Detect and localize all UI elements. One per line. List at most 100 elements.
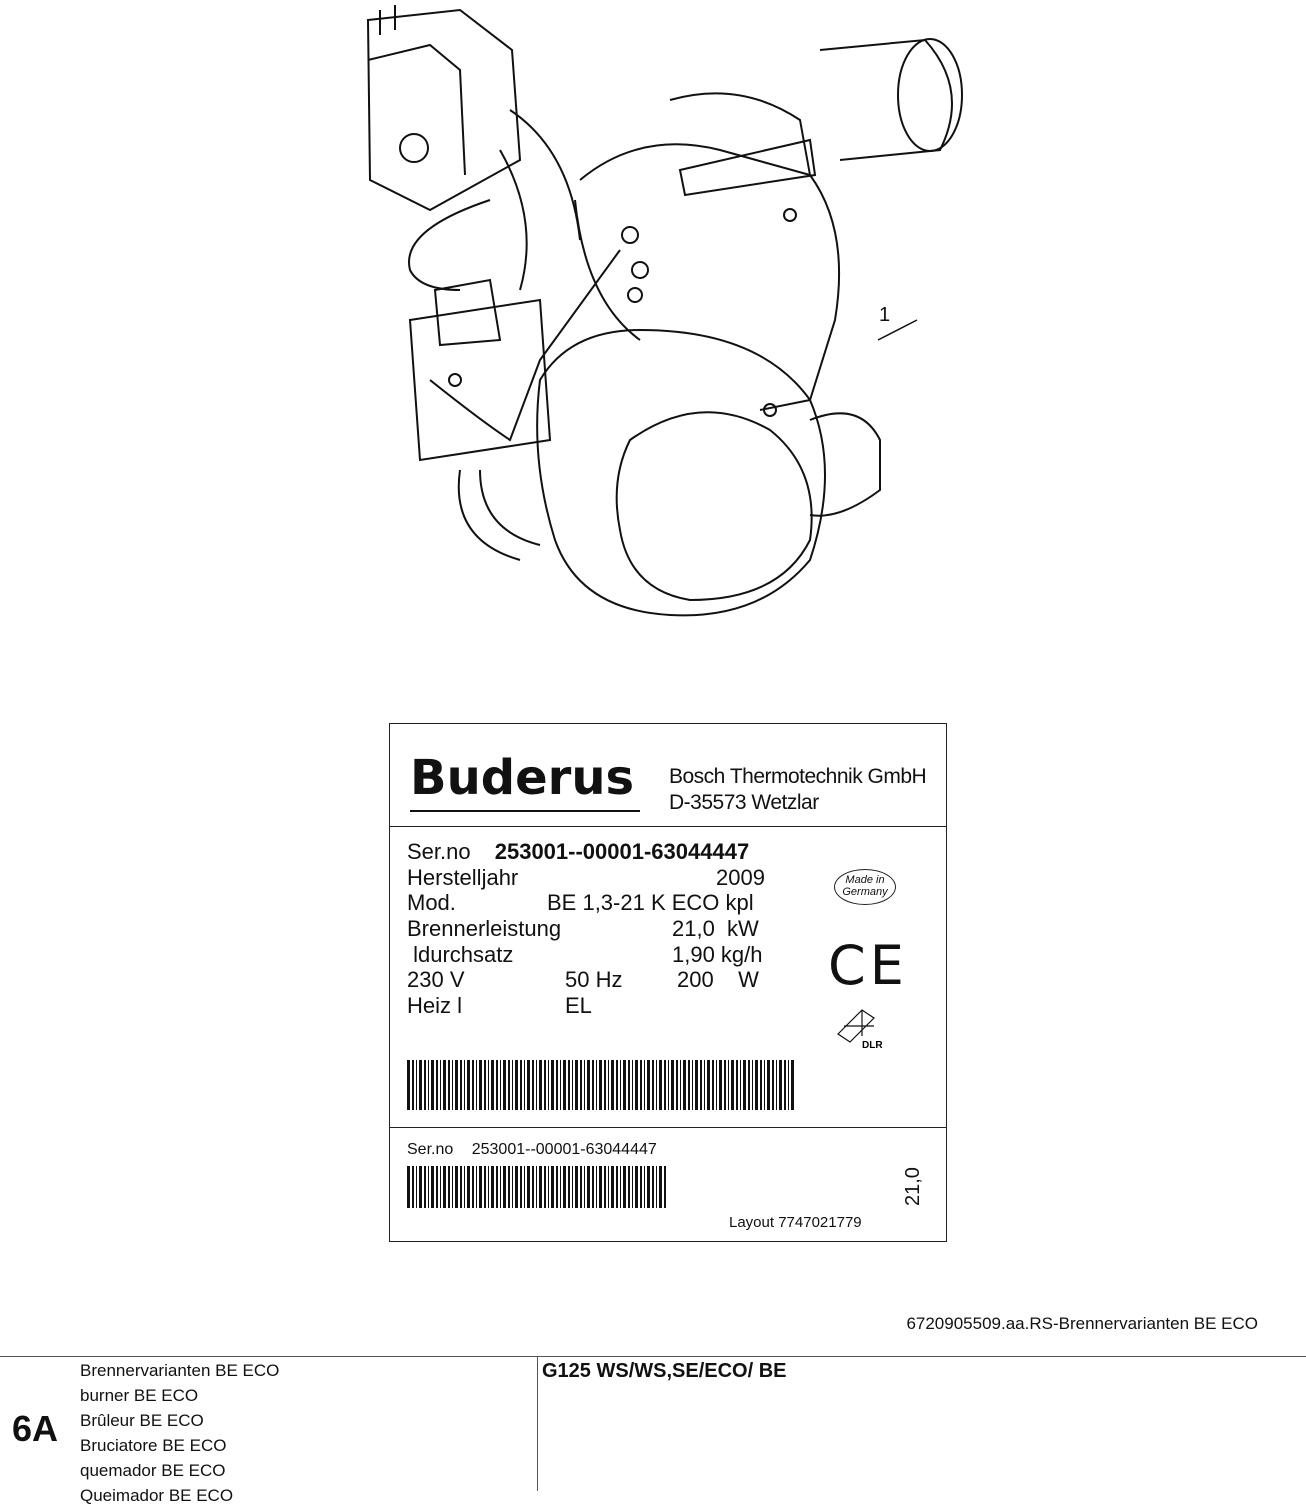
barcode-bar: [515, 1166, 518, 1208]
footer-column-divider: [537, 1356, 538, 1491]
barcode-bar: [752, 1060, 753, 1110]
dlr-logo: DLR: [837, 1009, 883, 1050]
barcode-bar: [584, 1060, 585, 1110]
brand-logo: Buderus: [410, 750, 635, 806]
barcode-bar: [712, 1060, 714, 1110]
made-in-germany-badge: Made in Germany: [834, 869, 896, 905]
barcode-bar: [644, 1166, 645, 1208]
title-fr: Brûleur BE ECO: [80, 1411, 204, 1430]
barcode-bar: [791, 1060, 794, 1110]
barcode-bar: [620, 1166, 621, 1208]
barcode-bar: [572, 1166, 573, 1208]
layout-number: Layout 7747021779: [729, 1214, 862, 1231]
barcode-bar: [407, 1060, 410, 1110]
barcode-bar: [496, 1166, 498, 1208]
barcode-bar: [491, 1166, 494, 1208]
barcode-bar: [416, 1166, 417, 1208]
barcode-bar: [472, 1060, 474, 1110]
barcode-bar: [488, 1166, 489, 1208]
title-de: Brennervarianten BE ECO: [80, 1361, 280, 1380]
barcode-bar: [632, 1060, 633, 1110]
barcode-bar: [788, 1060, 789, 1110]
barcode-bar: [500, 1166, 501, 1208]
barcode-bar: [455, 1166, 458, 1208]
stub-serno-value: 253001--00001-63044447: [471, 1141, 657, 1158]
barcode-bar: [608, 1166, 609, 1208]
barcode-bar: [563, 1060, 566, 1110]
barcode-bar: [503, 1060, 506, 1110]
barcode-bar: [695, 1060, 698, 1110]
barcode-bar: [520, 1166, 522, 1208]
barcode-bar: [488, 1060, 489, 1110]
ce-mark: CE: [828, 934, 908, 997]
barcode-bar: [628, 1166, 630, 1208]
barcode-bar: [491, 1060, 494, 1110]
barcode-bar: [479, 1060, 482, 1110]
barcode-bar: [544, 1166, 546, 1208]
barcode-bar: [412, 1166, 414, 1208]
barcode-bar: [575, 1166, 578, 1208]
barcode-bar: [599, 1060, 602, 1110]
barcode-bar: [671, 1060, 674, 1110]
barcode-bar: [620, 1060, 621, 1110]
company-name: Bosch Thermotechnik GmbH: [669, 765, 927, 788]
title-es: quemador BE ECO: [80, 1461, 226, 1480]
barcode-bar: [436, 1060, 438, 1110]
barcode-bar: [632, 1166, 633, 1208]
barcode-bar: [719, 1060, 722, 1110]
barcode-bar: [743, 1060, 746, 1110]
barcode-bar: [532, 1060, 534, 1110]
barcode-bar: [556, 1060, 558, 1110]
rotated-value: 21,0: [902, 1167, 924, 1206]
stub-serno-label: Ser.no: [407, 1141, 454, 1158]
serno-row: Ser.no 253001--00001-63044447: [407, 839, 749, 865]
barcode-bar: [776, 1060, 777, 1110]
barcode-bar: [464, 1060, 465, 1110]
barcode-bar: [539, 1060, 542, 1110]
barcode-bar: [452, 1166, 453, 1208]
burner-drawing: [366, 5, 963, 617]
barcode-bar: [443, 1166, 446, 1208]
model-designation: G125 WS/WS,SE/ECO/ BE: [542, 1360, 787, 1382]
barcode-bar: [419, 1060, 422, 1110]
barcode-bar: [551, 1060, 554, 1110]
barcode-bar: [707, 1060, 710, 1110]
barcode-bar: [635, 1166, 638, 1208]
barcode-bar: [616, 1166, 618, 1208]
stub-divider: [390, 1127, 946, 1128]
title-en: burner BE ECO: [80, 1386, 199, 1405]
barcode-bar: [436, 1166, 438, 1208]
barcode-bar: [424, 1166, 426, 1208]
rating-plate: Buderus Bosch Thermotechnik GmbH D-35573…: [389, 723, 947, 1242]
barcode-bar: [440, 1166, 441, 1208]
title-it: Bruciatore BE ECO: [80, 1436, 227, 1455]
company-address: Bosch Thermotechnik GmbH D-35573 Wetzlar: [669, 764, 927, 816]
barcode-bar: [443, 1060, 446, 1110]
barcode-bar: [520, 1060, 522, 1110]
barcode-bar: [772, 1060, 774, 1110]
barcode-bar: [568, 1060, 570, 1110]
barcode-bar: [779, 1060, 782, 1110]
barcode-bar: [659, 1166, 662, 1208]
barcode-bar: [572, 1060, 573, 1110]
barcode-bar: [467, 1060, 470, 1110]
barcode-bar: [647, 1166, 650, 1208]
barcode-bar: [592, 1060, 594, 1110]
barcode-bar: [635, 1060, 638, 1110]
barcode-bar: [628, 1060, 630, 1110]
barcode-bar: [760, 1060, 762, 1110]
barcode-bar: [755, 1060, 758, 1110]
barcode-bar: [544, 1060, 546, 1110]
barcode-bar: [604, 1060, 606, 1110]
plate-divider: [390, 826, 946, 827]
serno-label: Ser.no: [407, 839, 471, 864]
barcode-bar: [664, 1060, 666, 1110]
barcode-bar: [467, 1166, 470, 1208]
watts: 200 W: [677, 967, 759, 992]
barcode-bar: [455, 1060, 458, 1110]
barcode-bar: [452, 1060, 453, 1110]
barcode-bar: [683, 1060, 686, 1110]
barcode-bar: [575, 1060, 578, 1110]
barcode-bar: [563, 1166, 566, 1208]
barcode-bar: [472, 1166, 474, 1208]
